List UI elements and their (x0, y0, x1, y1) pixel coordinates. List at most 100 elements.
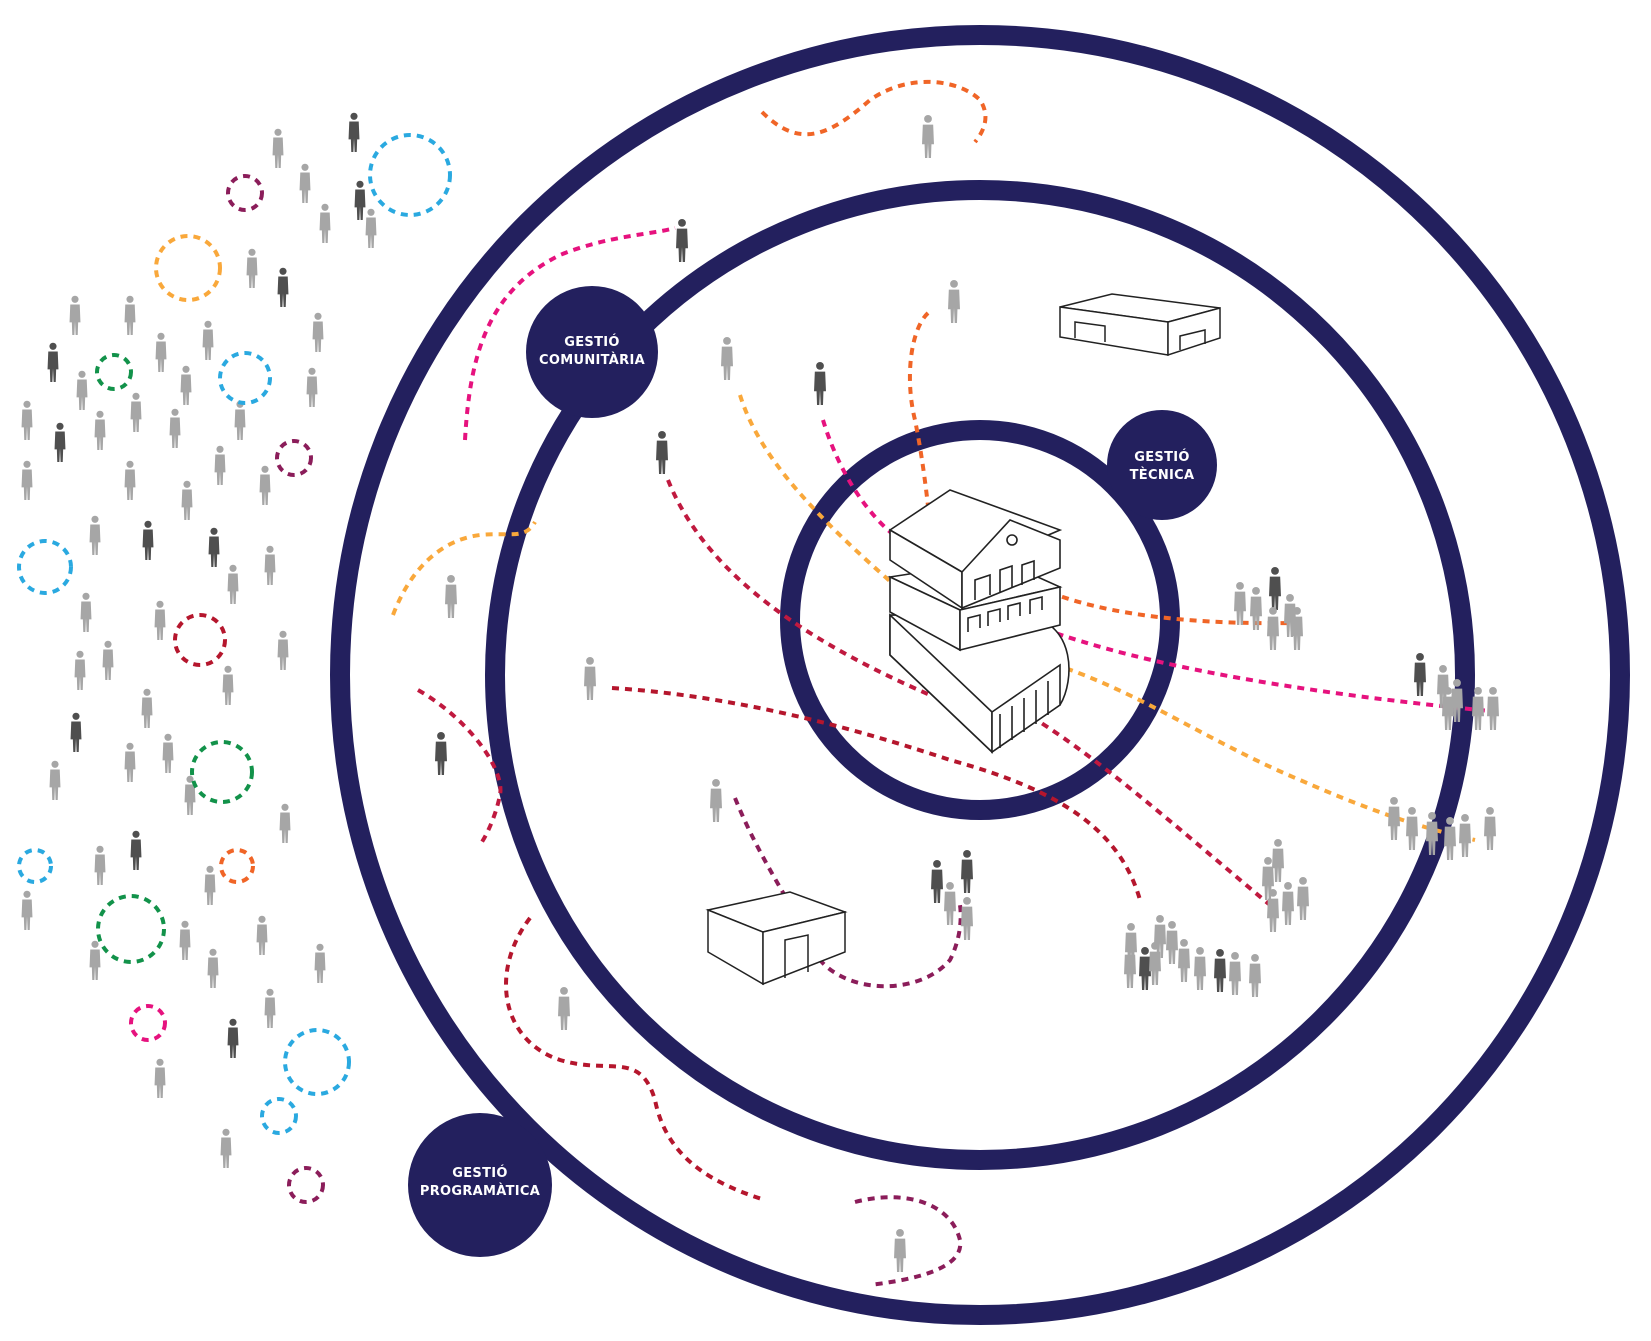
dashed-group-circle (219, 848, 255, 884)
crowd-group (21, 112, 377, 1168)
person-icon (264, 545, 276, 585)
person-icon (94, 410, 106, 450)
person-icon (558, 986, 570, 1030)
person-icon (89, 515, 101, 555)
plum-line-bottom-center (733, 797, 963, 989)
person-icon (961, 849, 973, 893)
person-icon (348, 112, 360, 152)
person-icon (169, 408, 181, 448)
dashed-group-circle (283, 1028, 351, 1096)
person-icon (74, 650, 86, 690)
person-icon (961, 896, 973, 940)
person-icon (246, 248, 258, 288)
person-icon (1249, 953, 1261, 997)
person-icon (214, 445, 226, 485)
person-icon (1388, 796, 1400, 840)
person-icon (21, 460, 33, 500)
badge-community-line2: COMUNITÀRIA (539, 352, 645, 368)
person-icon (220, 1128, 232, 1168)
person-icon (1229, 951, 1241, 995)
person-icon (1282, 881, 1294, 925)
person-icon (710, 778, 722, 822)
dashed-group-circle (287, 1166, 325, 1204)
person-icon (1214, 948, 1226, 992)
dashed-group-circle (154, 234, 222, 302)
building-block-top-right (1059, 293, 1221, 357)
person-icon (234, 400, 246, 440)
badge-programmatic-line1: GESTIÓ (452, 1165, 507, 1181)
dashed-group-circle (173, 613, 227, 667)
badge-technical-management: GESTIÓ TÈCNICA (1107, 410, 1217, 520)
dashed-group-circle (17, 848, 53, 884)
person-icon (306, 367, 318, 407)
dashed-group-circle (226, 174, 264, 212)
dashed-group-circle (275, 439, 313, 477)
pink-line-top-left (463, 226, 676, 441)
badge-technical-line1: GESTIÓ (1134, 449, 1189, 465)
person-icon (49, 760, 61, 800)
person-icon (1406, 806, 1418, 850)
person-icon (1166, 920, 1178, 964)
person-icon (227, 564, 239, 604)
person-icon (154, 1058, 166, 1098)
person-icon (155, 332, 167, 372)
person-icon (154, 600, 166, 640)
person-icon (1267, 606, 1279, 650)
person-icon (162, 733, 174, 773)
person-icon (365, 208, 377, 248)
person-icon (922, 114, 934, 158)
person-icon (277, 267, 289, 307)
person-icon (314, 943, 326, 983)
person-icon (299, 163, 311, 203)
dashed-group-circle (260, 1097, 298, 1135)
person-icon (312, 312, 324, 352)
person-icon (202, 320, 214, 360)
dashed-group-circle (129, 1004, 167, 1042)
person-icon (124, 295, 136, 335)
person-icon (94, 845, 106, 885)
person-icon (256, 915, 268, 955)
person-icon (1414, 652, 1426, 696)
person-icon (1154, 914, 1166, 958)
person-icon (656, 430, 668, 474)
person-icon (277, 630, 289, 670)
person-icon (142, 520, 154, 560)
person-icon (180, 365, 192, 405)
crimson-line-center (666, 479, 931, 697)
person-icon (259, 465, 271, 505)
dashed-group-circle (17, 539, 73, 595)
building-block-bottom-center (705, 891, 848, 986)
amber-line-center (738, 394, 902, 592)
person-icon (1272, 838, 1284, 882)
person-icon (54, 422, 66, 462)
person-icon (70, 712, 82, 752)
pink-line-center (821, 419, 902, 542)
person-icon (21, 400, 33, 440)
person-icon (227, 1018, 239, 1058)
crimson-line-left (416, 688, 503, 847)
person-icon (272, 128, 284, 168)
person-icon (80, 592, 92, 632)
person-icon (445, 574, 457, 618)
crowd-dashed-circles (17, 133, 452, 1204)
person-icon (141, 688, 153, 728)
person-icon (676, 218, 688, 262)
orange-arc-top (760, 80, 988, 144)
crimson-line-right (1019, 708, 1272, 907)
person-icon (102, 640, 114, 680)
person-icon (69, 295, 81, 335)
central-building (887, 489, 1070, 754)
person-icon (319, 203, 331, 243)
person-icon (931, 859, 943, 903)
person-icon (222, 665, 234, 705)
person-icon (179, 920, 191, 960)
plum-line-bottom (854, 1195, 963, 1287)
dashed-group-circle (96, 894, 166, 964)
person-icon (721, 336, 733, 380)
person-icon (894, 1228, 906, 1272)
person-icon (1269, 566, 1281, 610)
person-icon (1459, 813, 1471, 857)
person-icon (1297, 876, 1309, 920)
person-icon (208, 527, 220, 567)
